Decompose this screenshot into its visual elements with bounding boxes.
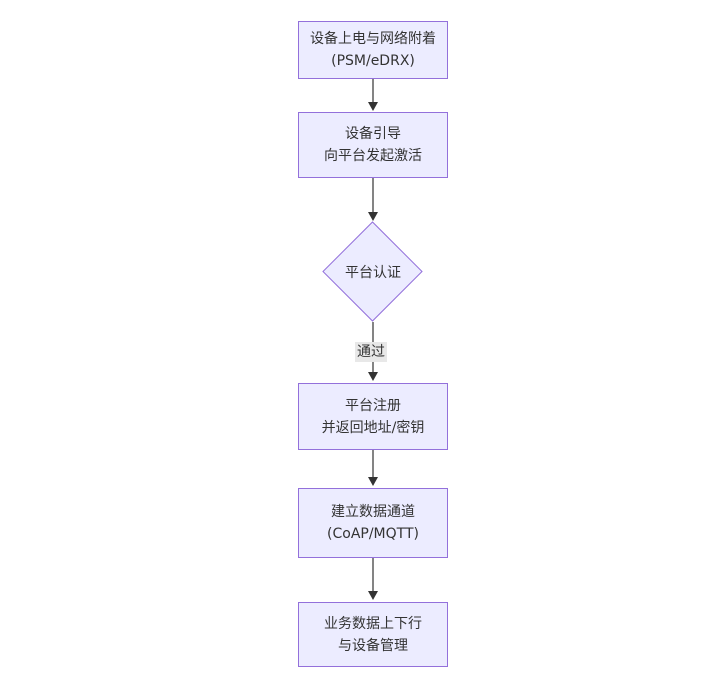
node-text-line: 并返回地址/密钥 (321, 419, 425, 436)
node-bootstrap: 设备引导 向平台发起激活 (298, 112, 448, 178)
arrowhead-icon (368, 477, 378, 486)
node-power-attach: 设备上电与网络附着 (PSM/eDRX) (298, 21, 448, 79)
arrowhead-icon (368, 212, 378, 221)
node-register: 平台注册 并返回地址/密钥 (298, 383, 448, 450)
node-text-line: (CoAP/MQTT) (327, 526, 419, 542)
node-platform-auth: 平台认证 (322, 221, 423, 322)
node-business-data: 业务数据上下行 与设备管理 (298, 602, 448, 667)
node-text-line: 业务数据上下行 (324, 615, 422, 632)
node-text-line: 设备引导 (345, 126, 401, 142)
arrowhead-icon (368, 372, 378, 381)
node-text-line: 平台注册 (345, 397, 401, 414)
arrowhead-icon (368, 591, 378, 600)
arrowhead-icon (368, 102, 378, 111)
node-text-line: 设备上电与网络附着 (310, 31, 436, 47)
edge-label-pass: 通过 (355, 342, 387, 362)
node-text-line: 与设备管理 (338, 637, 408, 654)
node-text-line: 平台认证 (345, 265, 401, 281)
node-data-channel: 建立数据通道 (CoAP/MQTT) (298, 488, 448, 558)
node-text-line: 向平台发起激活 (324, 148, 422, 164)
node-text-line: 建立数据通道 (331, 504, 415, 520)
node-text-line: (PSM/eDRX) (331, 53, 415, 69)
